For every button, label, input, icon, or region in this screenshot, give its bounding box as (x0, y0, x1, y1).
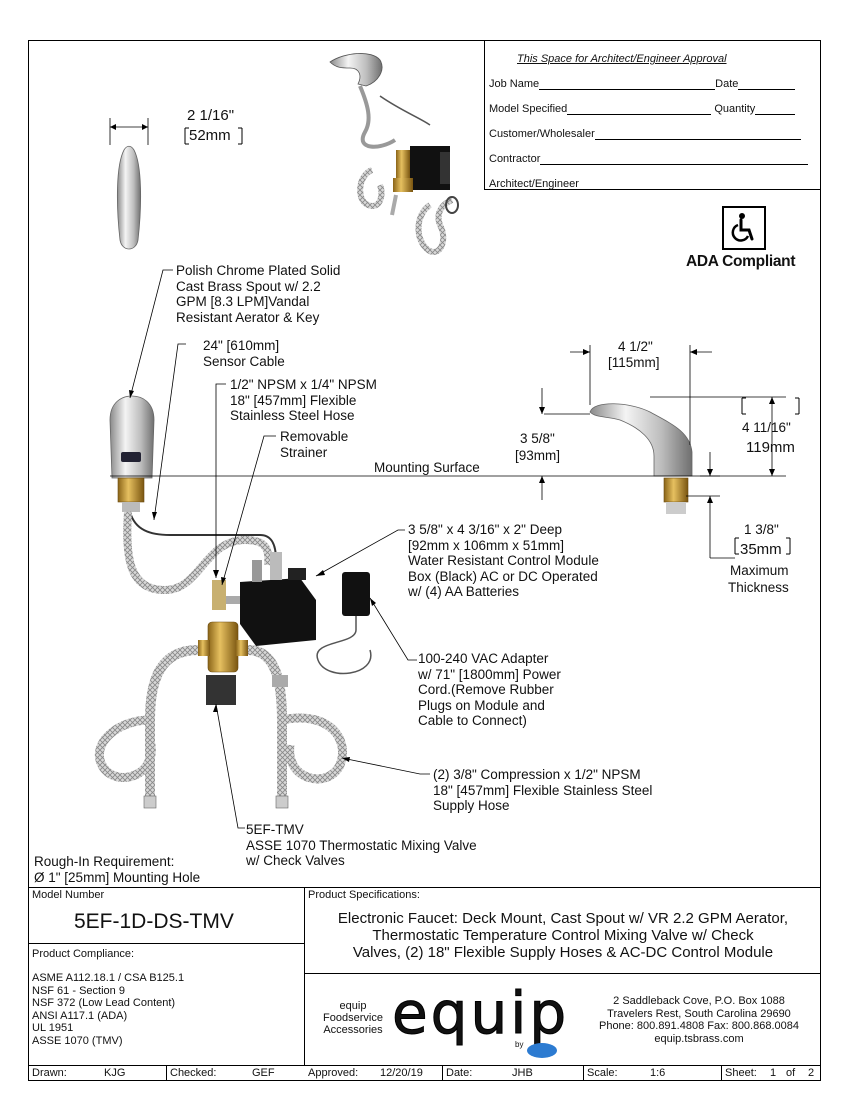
equip-logo: equip (391, 979, 570, 1048)
drawn-value: KJG (104, 1067, 126, 1079)
callout-module: 3 5/8" x 4 3/16" x 2" Deep[92mm x 106mm … (408, 522, 599, 599)
approval-contractor-row: Contractor (489, 153, 809, 165)
thickness-label-1: Maximum (730, 563, 789, 578)
quantity-label: Quantity (714, 103, 756, 115)
ac-adapter (316, 572, 372, 675)
spout-width-in: 2 1/16" (187, 107, 235, 124)
checked-value: GEF (252, 1067, 275, 1079)
control-module (240, 552, 316, 646)
scale-label: Scale: (587, 1067, 618, 1079)
assembly-iso-view (329, 53, 459, 255)
rough-in-requirement: Rough-In Requirement:Ø 1" [25mm] Mountin… (34, 854, 201, 885)
spout-top-view (116, 145, 142, 250)
spout-height-in: 3 5/8" (520, 431, 555, 446)
job-name-label: Job Name (489, 78, 540, 90)
height-mm: 119mm (746, 439, 795, 456)
ada-label: ADA Compliant (686, 253, 796, 270)
title-block-top (28, 887, 821, 888)
approval-block: This Space for Architect/Engineer Approv… (484, 40, 821, 190)
spec-text: Electronic Faucet: Deck Mount, Cast Spou… (337, 910, 789, 961)
thickness-label-2: Thickness (728, 580, 789, 595)
faucet-drawing (94, 53, 800, 829)
ts-logo-icon (527, 1043, 557, 1058)
model-specified-label: Model Specified (489, 103, 568, 115)
approval-customer-row: Customer/Wholesaler (489, 128, 801, 140)
approved-label: Approved: (308, 1067, 359, 1079)
sheet-total: 2 (808, 1067, 815, 1079)
scale-value: 1:6 (650, 1067, 666, 1079)
wheelchair-icon (722, 206, 766, 250)
model-number-label: Model Number (32, 889, 105, 901)
approved-value: 12/20/19 (380, 1067, 423, 1079)
approval-title: This Space for Architect/Engineer Approv… (517, 53, 727, 65)
faucet-profile-view (589, 403, 693, 477)
drawn-label: Drawn: (32, 1067, 67, 1079)
checked-label: Checked: (170, 1067, 217, 1079)
approval-architect-row: Architect/Engineer (489, 178, 805, 190)
faucet-body-front (109, 395, 155, 479)
architect-label: Architect/Engineer (489, 178, 579, 190)
date-label-bottom: Date: (446, 1067, 473, 1079)
approval-model-row: Model Specified Quantity (489, 103, 796, 115)
thickness-mm: 35mm (740, 541, 782, 558)
spec-label: Product Specifications: (308, 889, 420, 901)
thickness-in: 1 3/8" (744, 522, 779, 537)
spout-height-mm: [93mm] (515, 448, 561, 463)
sheet-of: of (786, 1067, 796, 1079)
callout-sensor-cable: 24" [610mm]Sensor Cable (203, 338, 285, 369)
spout-width-mm: 52mm (189, 127, 231, 144)
compliance-label: Product Compliance: (32, 948, 135, 960)
height-in: 4 11/16" (742, 420, 791, 435)
sheet-value: 1 (770, 1067, 777, 1079)
date-label: Date (715, 78, 739, 90)
mounting-surface-label: Mounting Surface (374, 460, 480, 475)
date-value: JHB (512, 1067, 533, 1079)
sheet-label: Sheet: (725, 1067, 757, 1079)
approval-job-row: Job Name Date (489, 78, 796, 90)
drawing-frame (28, 40, 821, 1081)
brand-by: by (515, 1040, 524, 1049)
reach-in: 4 1/2" (618, 339, 653, 354)
contractor-label: Contractor (489, 153, 541, 165)
model-number: 5EF-1D-DS-TMV (74, 910, 234, 933)
mixing-valve (198, 580, 248, 705)
customer-label: Customer/Wholesaler (489, 128, 595, 140)
reach-mm: [115mm] (608, 355, 660, 370)
